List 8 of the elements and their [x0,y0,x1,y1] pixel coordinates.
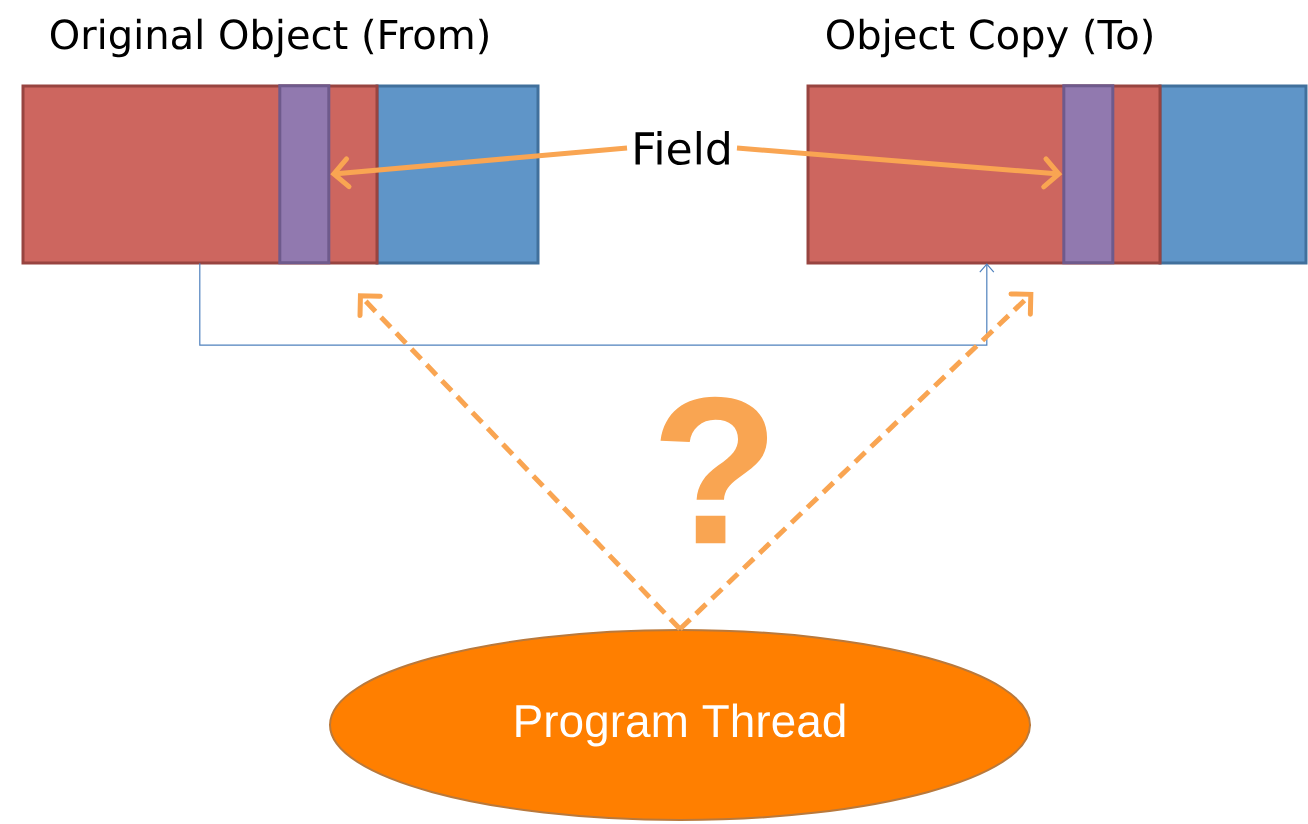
question-mark: ? [660,396,768,544]
arrow [357,293,682,631]
heading: Original Object (From) [50,18,488,58]
arrow [199,262,995,346]
arrow [330,145,628,190]
heading: Object Copy (To) [827,18,1152,58]
field-label: Field [635,131,729,166]
arrow [678,291,1034,631]
